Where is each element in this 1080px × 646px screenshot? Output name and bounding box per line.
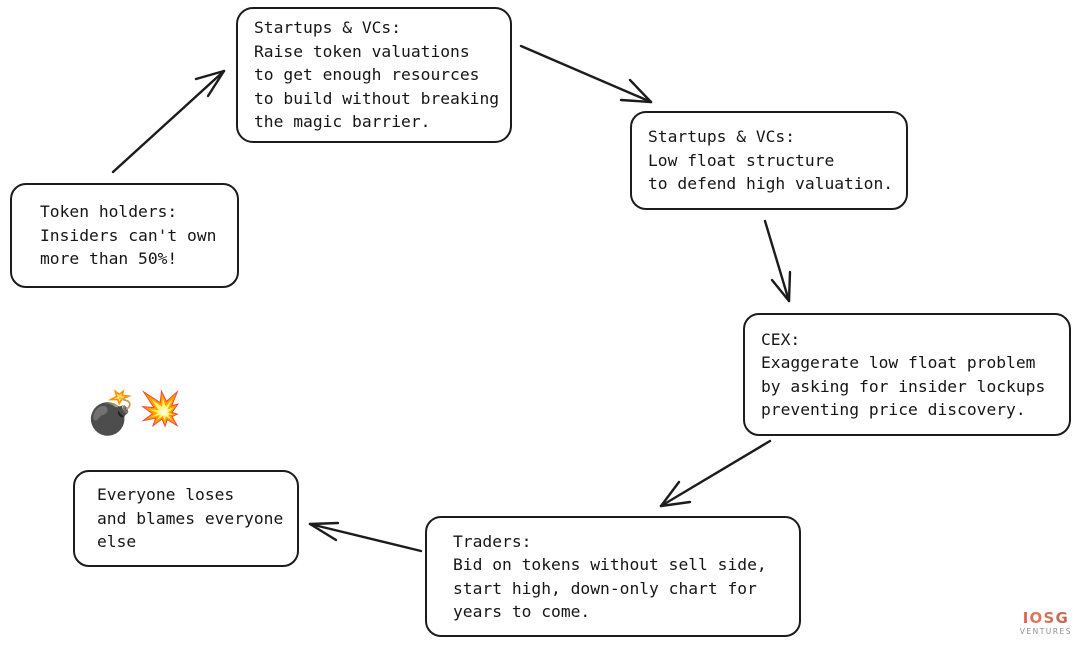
node-text: Traders: Bid on tokens without sell side… xyxy=(453,531,767,621)
arrow-raise-to-lowfloat xyxy=(519,44,653,104)
arrow-lowfloat-to-cex xyxy=(763,219,792,303)
node-startups-vcs-raise[interactable]: Startups & VCs: Raise token valuations t… xyxy=(236,7,512,143)
node-text: Everyone loses and blames everyone else xyxy=(97,485,284,552)
arrow-cex-to-traders xyxy=(659,439,772,508)
explosion-emoji-cluster: 💣 💥 xyxy=(85,392,182,434)
arrow-holders-to-raise xyxy=(111,69,226,174)
node-startups-vcs-low-float[interactable]: Startups & VCs: Low float structure to d… xyxy=(630,111,908,210)
bomb-icon: 💣 xyxy=(85,388,138,437)
node-cex[interactable]: CEX: Exaggerate low float problem by ask… xyxy=(743,313,1071,436)
node-everyone-loses[interactable]: Everyone loses and blames everyone else xyxy=(73,470,299,567)
node-text: Token holders: Insiders can't own more t… xyxy=(40,202,217,269)
node-text: Startups & VCs: Raise token valuations t… xyxy=(254,18,500,132)
watermark-brand: IOSG xyxy=(1020,611,1072,626)
node-token-holders[interactable]: Token holders: Insiders can't own more t… xyxy=(10,183,239,288)
node-text: CEX: Exaggerate low float problem by ask… xyxy=(761,329,1046,419)
node-text: Startups & VCs: Low float structure to d… xyxy=(648,127,894,194)
watermark-subtitle: VENTURES xyxy=(1019,627,1072,636)
arrow-traders-to-everyone xyxy=(308,521,423,553)
iosg-ventures-watermark: IOSG VENTURES xyxy=(1019,611,1072,637)
node-traders[interactable]: Traders: Bid on tokens without sell side… xyxy=(425,516,801,637)
collision-icon: 💥 xyxy=(139,389,182,429)
